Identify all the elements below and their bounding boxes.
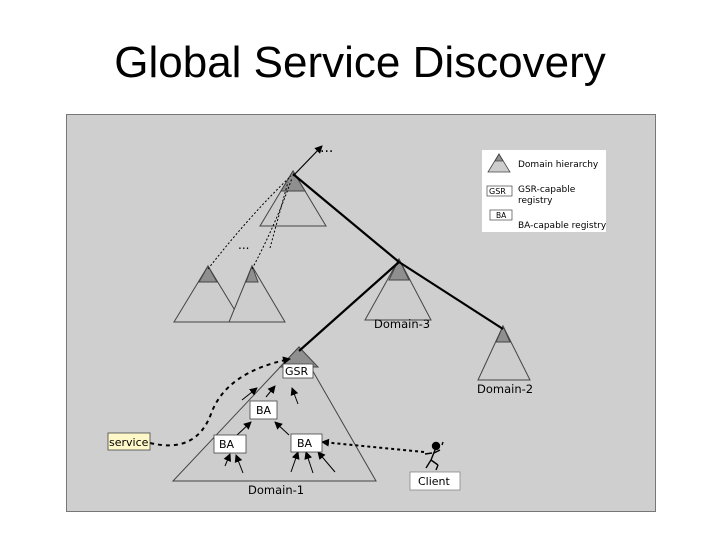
domain-3-triangle <box>364 257 432 321</box>
ba-left-label: BA <box>219 438 235 451</box>
service-box <box>107 432 151 451</box>
client-to-ba-link <box>321 438 425 453</box>
left-domain-links <box>207 175 293 270</box>
left-domain-triangle-b <box>228 264 286 323</box>
client-figure-icon <box>424 441 444 471</box>
ba-top-label: BA <box>256 404 272 417</box>
left-domain-triangle-a <box>173 264 243 323</box>
ellipsis-top: ... <box>320 140 333 156</box>
legend-domain-hierarchy: Domain hierarchy <box>518 160 599 170</box>
ba-right-label: BA <box>297 437 313 450</box>
slide-title: Global Service Discovery <box>114 38 606 87</box>
client-label: Client <box>418 475 451 488</box>
legend-ba-icon <box>489 209 513 221</box>
legend-gsr-line1: GSR-capable <box>518 185 576 195</box>
legend: Domain hierarchy GSR GSR-capable registr… <box>482 150 607 232</box>
domain-3-label: Domain-3 <box>374 317 430 331</box>
ba-top-box <box>249 400 278 420</box>
service-label: service <box>109 436 149 449</box>
domain-2-triangle <box>477 324 531 381</box>
legend-triangle-icon <box>487 153 511 173</box>
root-to-parent-link <box>292 145 323 177</box>
ba-inner-arrows <box>223 385 336 474</box>
domain-1-label: Domain-1 <box>248 483 304 497</box>
domain-2-label: Domain-2 <box>477 382 533 396</box>
legend-ba-label: BA-capable registry <box>518 221 607 231</box>
legend-ba-icon-text: BA <box>496 211 507 220</box>
gsr-box <box>282 363 314 379</box>
service-discovery-diagram: ... ... Domain-3 Domain-2 GSR BA BA BA s… <box>66 114 656 512</box>
gsr-label: GSR <box>285 365 309 378</box>
ellipsis-left: ... <box>238 238 249 252</box>
ba-left-box <box>213 434 247 454</box>
client-box <box>409 471 461 491</box>
legend-gsr-icon <box>486 185 513 197</box>
ba-right-box <box>290 433 323 453</box>
hierarchy-lines <box>292 173 504 352</box>
legend-gsr-line2: registry <box>518 196 553 206</box>
service-to-ba-link <box>149 356 291 447</box>
legend-gsr-icon-text: GSR <box>489 187 506 196</box>
